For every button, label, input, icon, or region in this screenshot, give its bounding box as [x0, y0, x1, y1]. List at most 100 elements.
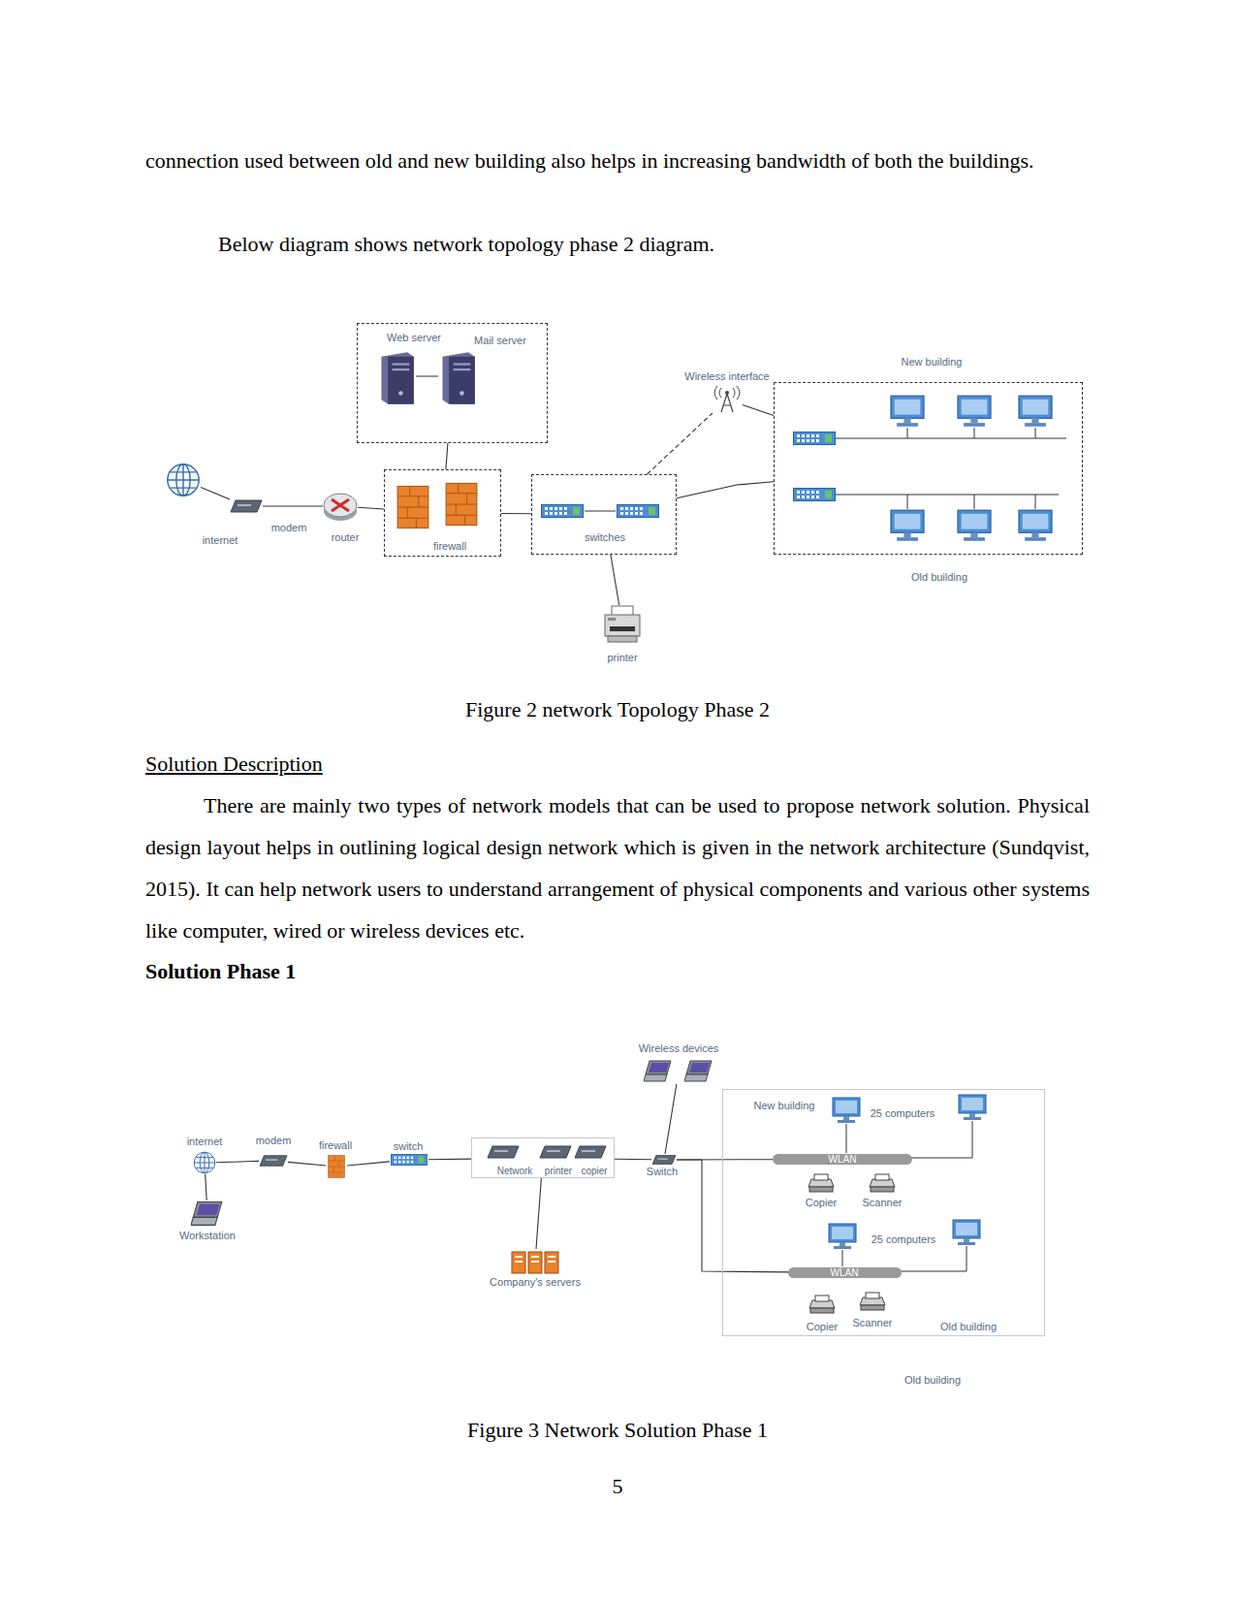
device-icon [604, 605, 640, 642]
device-icon [1018, 509, 1052, 541]
section-heading: Solution Description [145, 742, 323, 785]
network-link [262, 505, 323, 507]
switch-node: switch [389, 1153, 429, 1166]
node-label: internet [187, 1135, 223, 1148]
device-label: Copier [805, 1196, 837, 1209]
server-group: Web server Mail server [356, 322, 548, 444]
switch-group: switches [531, 474, 677, 555]
network-link [287, 1161, 326, 1166]
phase2-icons [167, 351, 1067, 642]
device-icon [793, 432, 836, 445]
device-icon [323, 493, 357, 521]
network-link [742, 405, 774, 416]
device-icon [541, 505, 584, 518]
device-icon [890, 395, 924, 427]
modem-node: modem [258, 1153, 288, 1168]
network-link [647, 412, 714, 475]
network-link [216, 1160, 259, 1162]
device-label: Scanner [853, 1316, 893, 1330]
device-icon [952, 1219, 981, 1245]
server-node: Company's servers [510, 1248, 560, 1276]
network-link [428, 1158, 472, 1161]
device-icon [957, 509, 991, 541]
device-icon [511, 1251, 526, 1273]
wlan-bar: WLAN [772, 1153, 913, 1165]
switch-node: Switch [651, 1153, 677, 1166]
device-icon [574, 1145, 606, 1158]
page-number: 5 [612, 1464, 624, 1507]
device-icon [380, 351, 413, 404]
device-icon [487, 1145, 519, 1158]
network-link [676, 1159, 789, 1272]
sub-heading: Solution Phase 1 [145, 950, 296, 992]
node-label: WLAN [828, 1153, 857, 1165]
node-label: modem [255, 1134, 292, 1147]
device-icon [544, 1251, 559, 1273]
device-icon [442, 351, 475, 404]
node-label: router [331, 531, 360, 544]
device-icon [828, 1223, 856, 1249]
device-icon [1018, 395, 1052, 427]
device-icon [832, 1097, 860, 1123]
wire [415, 376, 439, 378]
node-label: Web server [386, 331, 442, 345]
network-link [357, 507, 384, 509]
device-icon [230, 500, 262, 512]
node-label: switches [584, 531, 626, 544]
node-label: New building [901, 355, 963, 369]
device-icon [259, 1155, 287, 1167]
node-label: Old building [911, 570, 968, 584]
node-label: printer [606, 651, 637, 665]
device-label: Copier [806, 1320, 838, 1333]
device-icon [167, 464, 199, 496]
device-icon [617, 505, 660, 518]
workstation-node: Workstation [190, 1200, 224, 1228]
node-label: firewall [318, 1139, 352, 1152]
device-icon [957, 395, 991, 427]
printer-node: printer [603, 604, 641, 644]
device-icon [652, 1155, 676, 1165]
body-text: connection used between old and new buil… [145, 139, 1090, 182]
device-icon [808, 1173, 834, 1192]
firewall-node: firewall [325, 1153, 348, 1179]
phase1-icons [190, 1060, 986, 1313]
device-icon [714, 385, 740, 412]
body-text: There are mainly two types of network mo… [145, 784, 1090, 951]
network-link [610, 554, 620, 605]
network-link [200, 487, 230, 500]
router-node: router [322, 489, 358, 523]
network-link [676, 481, 774, 499]
device-icon [397, 485, 429, 528]
device-icon [859, 1292, 886, 1310]
count-label: 25 computers [870, 1107, 936, 1120]
node-label: Mail server [474, 334, 527, 348]
node-label: Wireless interface [684, 370, 769, 383]
node-label: internet [202, 534, 239, 547]
node-label: modem [271, 521, 308, 535]
network-link [501, 512, 532, 514]
network-link [536, 1177, 541, 1249]
internet-node: internet [192, 1150, 217, 1174]
device-icon [890, 509, 924, 541]
network-link [347, 1161, 390, 1166]
device-icon [193, 1151, 216, 1173]
wire [835, 494, 1059, 509]
building-label: Old building [904, 1373, 961, 1387]
wire [584, 510, 616, 512]
device-icon [539, 1145, 571, 1158]
device-icon [528, 1251, 542, 1273]
device-label: Scanner [862, 1196, 903, 1209]
count-label: 25 computers [871, 1233, 937, 1246]
device-icon [958, 1094, 986, 1120]
wireless-devices-node: Wireless devices [641, 1058, 716, 1084]
device-icon [793, 488, 836, 502]
node-label: firewall [433, 539, 467, 553]
network-link [614, 1158, 652, 1161]
building-group: New buildingOld buildingWLANWLAN [722, 1088, 1046, 1336]
firewall-group: firewall [383, 469, 502, 557]
network-link [205, 1173, 208, 1201]
node-label: WLAN [830, 1267, 859, 1278]
device-icon [445, 482, 477, 525]
node-label: Network [497, 1164, 534, 1177]
